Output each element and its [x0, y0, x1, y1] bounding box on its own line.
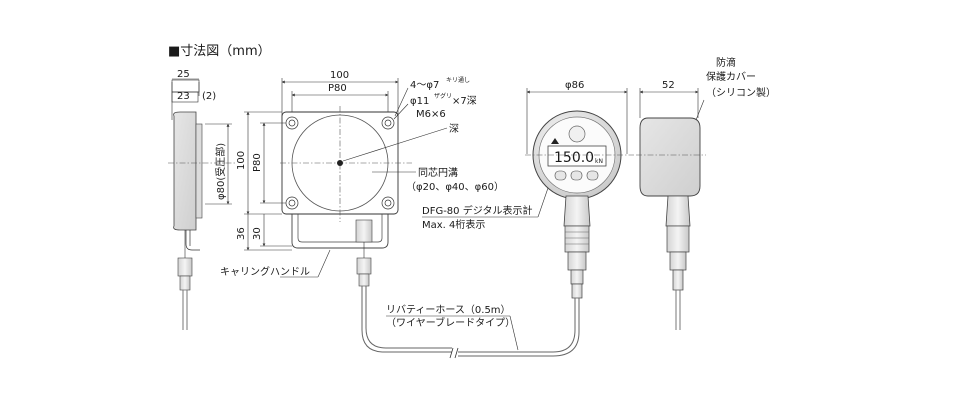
front-dim-height: 100: [236, 151, 247, 170]
gauge-dim-diameter: φ86: [565, 80, 584, 91]
label-cover-3: （シリコン製）: [706, 86, 776, 99]
gauge-view: φ86 150.0 kN DFG-80 デジタル表示計 Max. 4桁表示: [386, 80, 634, 359]
dimension-drawing-heading: ■寸法図（mm）: [168, 44, 271, 59]
label-thread: M6×6: [416, 109, 446, 120]
label-mount-holes-sup: キリ通し: [446, 76, 470, 84]
side-dim-25: 25: [177, 69, 190, 80]
side-dim-2: (2): [202, 91, 216, 102]
label-cover-2: 保護カバー: [706, 70, 756, 83]
side-view: 25 23 (2) φ80(受圧部): [168, 69, 236, 330]
gauge-button-2[interactable]: [570, 170, 583, 181]
label-hose-2: （ワイヤーブレードタイプ）: [386, 316, 515, 329]
gauge-display-unit: kN: [595, 158, 603, 165]
label-display-model: DFG-80 デジタル表示計: [422, 204, 533, 217]
side-dim-23: 23: [177, 91, 190, 102]
label-counterbore: φ11: [410, 96, 429, 107]
label-display-digits: Max. 4桁表示: [422, 218, 485, 231]
front-dim-width: 100: [330, 70, 349, 81]
label-grooves-values: （φ20、φ40、φ60）: [406, 181, 504, 193]
label-depth: 深: [449, 123, 459, 135]
label-grooves-title: 同芯円溝: [418, 166, 458, 179]
front-dim-handle-total: 36: [236, 227, 247, 240]
label-mount-holes: 4～φ7: [410, 80, 439, 91]
label-counterbore-depth: ×7深: [452, 95, 477, 107]
gauge-display-value: 150.0: [554, 150, 594, 166]
front-view: 100 P80 100 P80 36: [220, 70, 504, 353]
front-dim-handle: 30: [252, 227, 263, 240]
gauge-button-3[interactable]: [586, 170, 599, 181]
label-hose-1: リバティーホース（0.5m）: [386, 304, 511, 316]
gauge-button-1[interactable]: [554, 170, 567, 181]
right-view: 52 防滴 保護カバー （シリコン製）: [636, 56, 776, 330]
label-counterbore-sup: ザグリ: [434, 92, 452, 100]
front-dim-pitch-h: P80: [328, 83, 347, 94]
front-dim-pitch-v: P80: [252, 153, 263, 172]
right-dim-depth: 52: [662, 80, 675, 91]
label-carrying-handle: キャリングハンドル: [220, 265, 310, 278]
side-dim-pressure-area: φ80(受圧部): [214, 143, 227, 200]
label-cover-1: 防滴: [716, 56, 736, 69]
